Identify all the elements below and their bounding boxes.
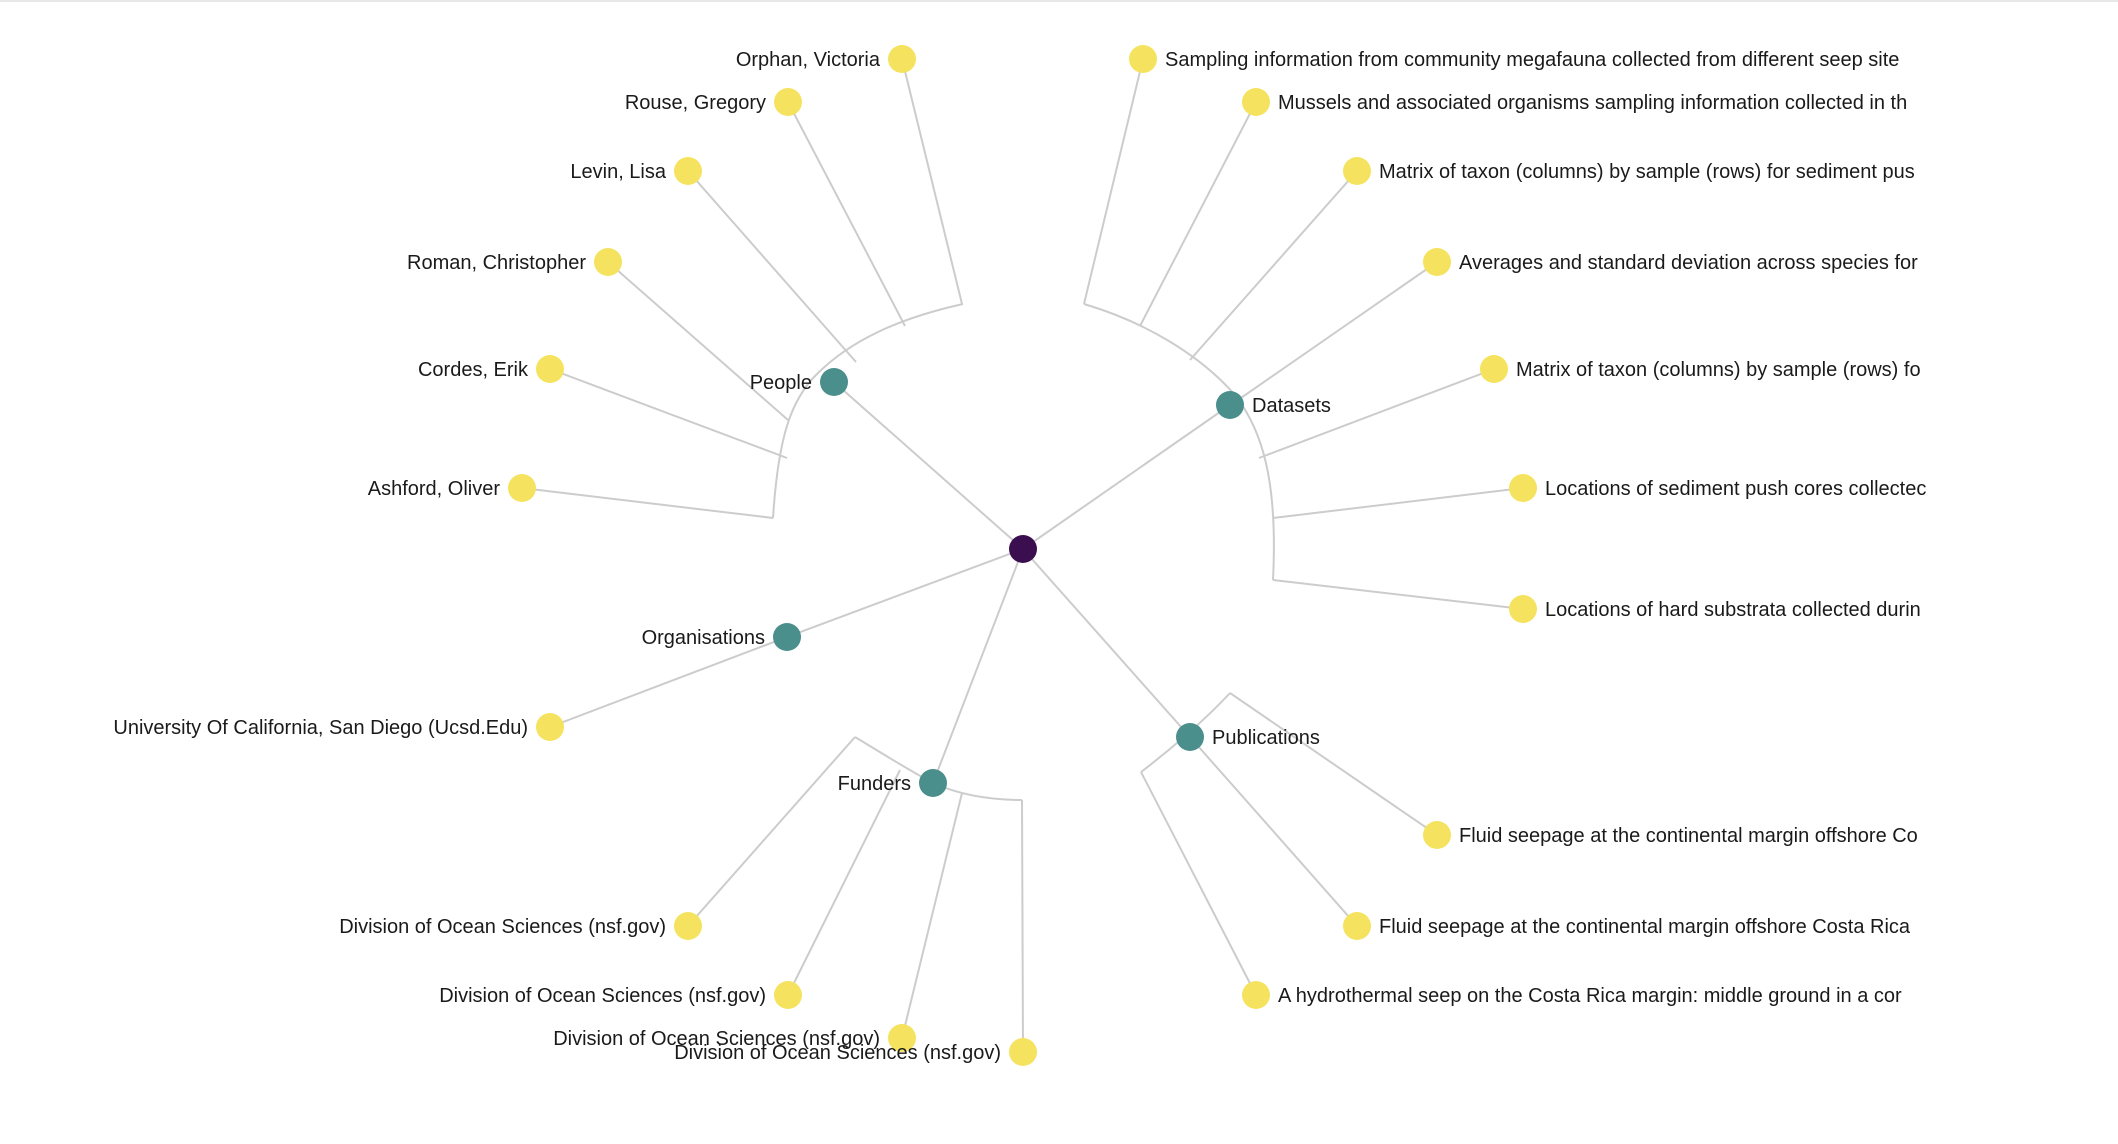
link-funders-leaf bbox=[787, 769, 901, 996]
funders-leaf-node[interactable] bbox=[1009, 1038, 1037, 1066]
category-label-organisations: Organisations bbox=[642, 627, 765, 649]
funders-leaf-label: Division of Ocean Sciences (nsf.gov) bbox=[674, 1042, 1001, 1064]
publications-leaf-label: Fluid seepage at the continental margin … bbox=[1459, 825, 1918, 847]
datasets-leaf-node[interactable] bbox=[1509, 595, 1537, 623]
link-root-organisations bbox=[786, 548, 1024, 638]
publications-leaf-node[interactable] bbox=[1423, 821, 1451, 849]
funders-leaf-label: Division of Ocean Sciences (nsf.gov) bbox=[339, 916, 666, 938]
funders-leaf-label: Division of Ocean Sciences (nsf.gov) bbox=[439, 985, 766, 1007]
link-funders-leaf bbox=[1021, 799, 1024, 1053]
link-people-leaf bbox=[687, 170, 857, 363]
datasets-leaf-node[interactable] bbox=[1242, 88, 1270, 116]
link-people-leaf bbox=[521, 487, 774, 519]
category-node-people[interactable] bbox=[820, 368, 848, 396]
people-leaf-node[interactable] bbox=[888, 45, 916, 73]
link-root-funders bbox=[932, 548, 1024, 784]
datasets-leaf-label: Matrix of taxon (columns) by sample (row… bbox=[1516, 359, 1921, 381]
link-people-leaf bbox=[901, 58, 963, 305]
link-datasets-leaf bbox=[1237, 261, 1438, 401]
link-funders-leaf bbox=[687, 736, 856, 927]
datasets-leaf-node[interactable] bbox=[1480, 355, 1508, 383]
people-leaf-label: Levin, Lisa bbox=[570, 161, 666, 183]
people-leaf-node[interactable] bbox=[508, 474, 536, 502]
link-datasets-leaf bbox=[1258, 368, 1495, 459]
datasets-leaf-label: Locations of sediment push cores collect… bbox=[1545, 478, 1926, 500]
datasets-leaf-label: Sampling information from community mega… bbox=[1165, 49, 1899, 71]
people-leaf-node[interactable] bbox=[594, 248, 622, 276]
datasets-leaf-node[interactable] bbox=[1423, 248, 1451, 276]
people-leaf-node[interactable] bbox=[774, 88, 802, 116]
link-people-leaf bbox=[787, 101, 906, 327]
publications-leaf-node[interactable] bbox=[1343, 912, 1371, 940]
links-layer bbox=[521, 58, 1524, 1053]
link-root-people bbox=[833, 381, 1024, 550]
link-publications-leaf bbox=[1140, 771, 1257, 996]
link-root-publications bbox=[1022, 548, 1191, 738]
people-leaf-node[interactable] bbox=[536, 355, 564, 383]
publications-leaf-label: A hydrothermal seep on the Costa Rica ma… bbox=[1278, 985, 1902, 1007]
datasets-leaf-node[interactable] bbox=[1343, 157, 1371, 185]
link-datasets-leaf bbox=[1139, 101, 1257, 327]
funders-leaf-node[interactable] bbox=[674, 912, 702, 940]
link-funders-leaf bbox=[901, 792, 963, 1039]
category-node-funders[interactable] bbox=[919, 769, 947, 797]
top-border bbox=[0, 0, 2118, 2]
link-datasets-leaf bbox=[1272, 579, 1524, 610]
root-node[interactable] bbox=[1009, 535, 1037, 563]
datasets-leaf-node[interactable] bbox=[1129, 45, 1157, 73]
funders-leaf-node[interactable] bbox=[774, 981, 802, 1009]
link-organisations-leaf bbox=[549, 636, 788, 728]
funders-leaf-node[interactable] bbox=[888, 1024, 916, 1052]
link-datasets-leaf bbox=[1189, 170, 1358, 361]
datasets-leaf-label: Locations of hard substrata collected du… bbox=[1545, 599, 1921, 621]
datasets-leaf-label: Matrix of taxon (columns) by sample (row… bbox=[1379, 161, 1915, 183]
link-people-leaf bbox=[549, 368, 788, 459]
people-leaf-label: Cordes, Erik bbox=[418, 359, 529, 381]
funders-leaf-label: Division of Ocean Sciences (nsf.gov) bbox=[553, 1028, 880, 1050]
link-publications-leaf bbox=[1229, 692, 1438, 836]
organisations-leaf-label: University Of California, San Diego (Ucs… bbox=[113, 717, 528, 739]
publications-leaf-label: Fluid seepage at the continental margin … bbox=[1379, 916, 1911, 938]
people-leaf-node[interactable] bbox=[674, 157, 702, 185]
category-label-datasets: Datasets bbox=[1252, 395, 1331, 417]
link-arc-datasets bbox=[1083, 303, 1275, 581]
link-root-datasets bbox=[1022, 404, 1231, 550]
category-node-organisations[interactable] bbox=[773, 623, 801, 651]
people-leaf-label: Rouse, Gregory bbox=[625, 92, 766, 114]
nodes-layer bbox=[508, 45, 1537, 1066]
link-datasets-leaf bbox=[1272, 487, 1524, 519]
category-label-publications: Publications bbox=[1212, 727, 1320, 749]
link-publications-leaf bbox=[1189, 736, 1358, 927]
category-label-funders: Funders bbox=[838, 773, 911, 795]
category-node-datasets[interactable] bbox=[1216, 391, 1244, 419]
datasets-leaf-label: Averages and standard deviation across s… bbox=[1459, 252, 1918, 274]
publications-leaf-node[interactable] bbox=[1242, 981, 1270, 1009]
link-people-leaf bbox=[607, 261, 789, 421]
people-leaf-label: Ashford, Oliver bbox=[368, 478, 501, 500]
organisations-leaf-node[interactable] bbox=[536, 713, 564, 741]
category-node-publications[interactable] bbox=[1176, 723, 1204, 751]
datasets-leaf-node[interactable] bbox=[1509, 474, 1537, 502]
people-leaf-label: Orphan, Victoria bbox=[736, 49, 881, 71]
category-label-people: People bbox=[750, 372, 812, 394]
link-datasets-leaf bbox=[1083, 58, 1144, 305]
datasets-leaf-label: Mussels and associated organisms samplin… bbox=[1278, 92, 1907, 114]
people-leaf-label: Roman, Christopher bbox=[407, 252, 586, 274]
